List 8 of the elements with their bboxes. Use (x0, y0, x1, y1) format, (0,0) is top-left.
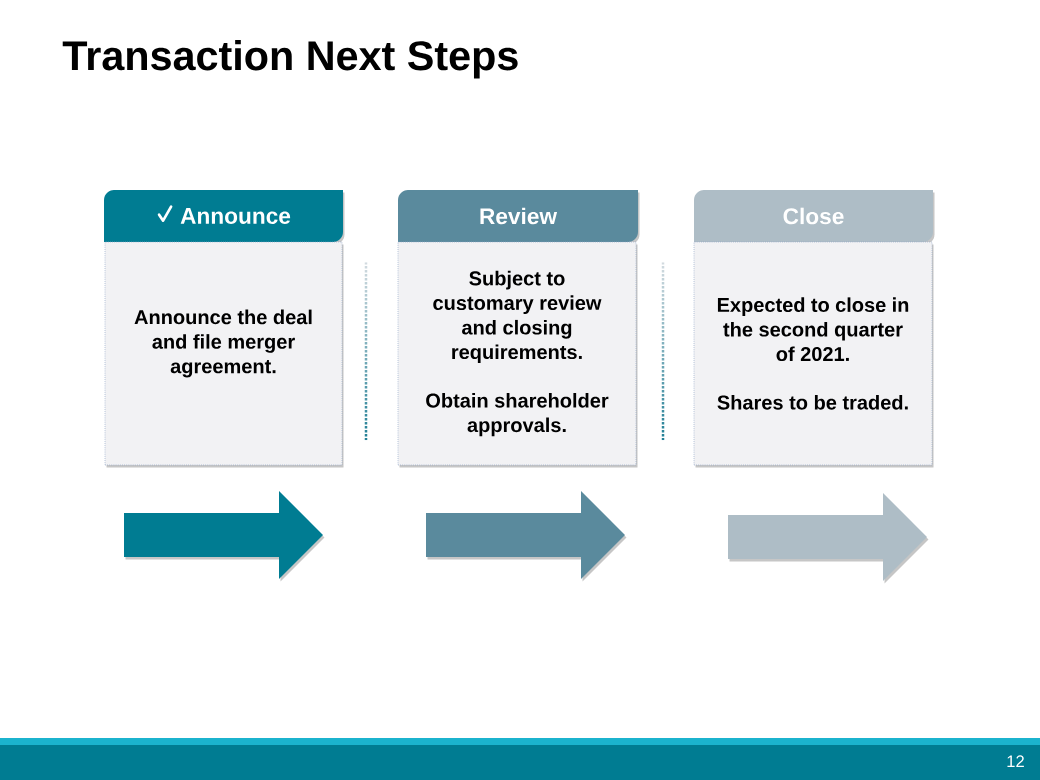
text-box: Subject to customary review and closing requirements. Obtain shareholder approvals. (397, 241, 638, 468)
slide-title: Transaction Next Steps (62, 40, 518, 79)
text-box: Announce the deal and file merger agreement. (104, 241, 344, 468)
header-tab: Close (694, 190, 935, 245)
header-tab: Review (398, 190, 640, 245)
header-tab: Announce (104, 190, 345, 245)
text-box: Expected to close in the second quarter of 2021. Shares to be traded. (693, 241, 934, 468)
page-number: 12 (1007, 755, 1024, 767)
